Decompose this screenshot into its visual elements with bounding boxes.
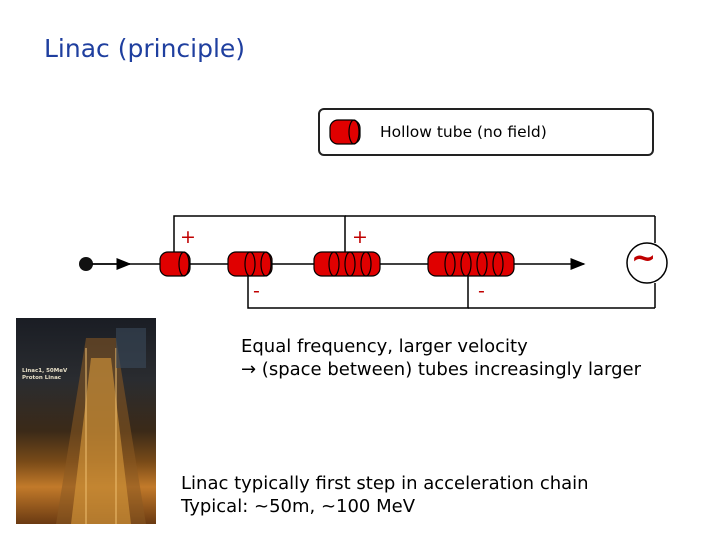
wire-minus [247, 264, 469, 309]
linac-photo-art [56, 328, 146, 524]
plus-sign-2: + [352, 226, 368, 248]
legend-label: Hollow tube (no field) [380, 123, 547, 141]
rf-source [626, 242, 668, 284]
drift-tube-3 [313, 251, 381, 277]
chain-note-line2: Typical: ~50m, ~100 MeV [181, 496, 416, 517]
linac-photo: Linac1, 50MeV Proton Linac [16, 318, 156, 524]
frequency-note: Equal frequency, larger velocity → (spac… [241, 335, 641, 381]
plus-sign-1: + [180, 226, 196, 248]
drift-tube-1 [159, 251, 191, 277]
wire-plus [173, 215, 346, 264]
frequency-note-line2: → (space between) tubes increasingly lar… [241, 359, 642, 380]
page-title: Linac (principle) [44, 34, 246, 63]
rf-source-symbol: ~ [631, 241, 657, 276]
minus-sign-1: - [253, 280, 260, 302]
drift-tube-2 [227, 251, 273, 277]
photo-label-line2: Proton Linac [22, 375, 62, 381]
legend-box [318, 108, 654, 156]
photo-label-line1: Linac1, 50MeV [22, 368, 68, 374]
chain-note: Linac typically first step in accelerati… [181, 472, 589, 518]
particle-source [79, 257, 93, 271]
drift-tube-4 [427, 251, 515, 277]
frequency-note-line1: Equal frequency, larger velocity [241, 336, 528, 357]
minus-sign-2: - [478, 280, 485, 302]
chain-note-line1: Linac typically first step in accelerati… [181, 473, 589, 494]
photo-label: Linac1, 50MeV Proton Linac [22, 368, 67, 382]
